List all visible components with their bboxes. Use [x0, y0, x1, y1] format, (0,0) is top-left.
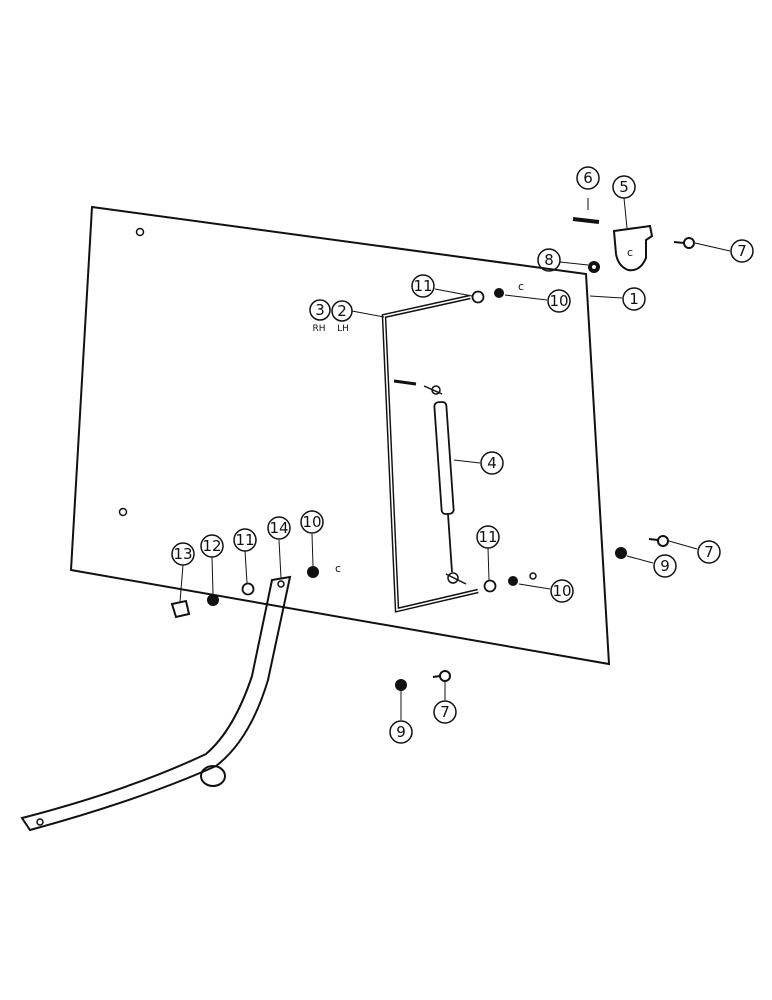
- svg-text:4: 4: [487, 454, 497, 472]
- callout-1: 1: [622, 287, 646, 311]
- svg-text:3: 3: [315, 301, 325, 319]
- strap-hole-end: [36, 818, 44, 826]
- screw-7-right: [648, 535, 669, 547]
- svg-text:13: 13: [173, 545, 192, 563]
- callout-2: 2: [331, 300, 353, 322]
- pin-part: [572, 217, 600, 224]
- callout-10-left: 10: [300, 510, 324, 534]
- stay-strap: [20, 575, 292, 832]
- callout-11-left: 11: [233, 528, 257, 552]
- handle-bar: [381, 294, 479, 613]
- callout-10-top: 10: [547, 289, 571, 313]
- panel-hole-top-left: [135, 227, 145, 237]
- washer-11-top: [471, 290, 485, 304]
- door-panel: [69, 205, 611, 666]
- callout-7-top: 7: [730, 239, 754, 263]
- strut-bottom-eye: [447, 572, 459, 584]
- callout-11-right: 11: [476, 525, 500, 549]
- callout-6: 6: [576, 166, 600, 190]
- handle-stub: [393, 379, 417, 386]
- callout-9-bottom: 9: [389, 720, 413, 744]
- leader-lines: [179, 197, 731, 720]
- strap-hole-top: [277, 580, 285, 588]
- nut-8-hole: [592, 265, 596, 269]
- svg-text:6: 6: [583, 169, 593, 187]
- callout-3: 3: [309, 299, 331, 321]
- svg-text:11: 11: [235, 531, 254, 549]
- nut-9-right: [615, 547, 627, 559]
- svg-text:2: 2: [337, 302, 347, 320]
- nut-12: [207, 594, 219, 606]
- washer-11-left: [241, 582, 255, 596]
- bracket-mark: c: [627, 246, 633, 259]
- svg-text:9: 9: [396, 723, 406, 741]
- panel-mark-c-top: c: [518, 280, 524, 293]
- bracket-part: [612, 224, 654, 272]
- panel-hole-right: [529, 572, 537, 580]
- nut-10-left: [307, 566, 319, 578]
- svg-text:14: 14: [269, 519, 288, 537]
- svg-text:11: 11: [478, 528, 497, 546]
- callout-11-top: 11: [411, 274, 435, 298]
- callout-10-right: 10: [550, 579, 574, 603]
- svg-text:11: 11: [413, 277, 432, 295]
- strut-top-eye: [431, 385, 441, 395]
- svg-text:7: 7: [737, 242, 747, 260]
- svg-text:9: 9: [660, 557, 670, 575]
- svg-text:12: 12: [202, 537, 221, 555]
- panel-mark-c-bottom: c: [335, 562, 341, 575]
- callout-8: 8: [537, 248, 561, 272]
- cap-nut-13: [170, 599, 191, 619]
- strut-rod: [447, 513, 453, 573]
- handle-bar-inner: [383, 296, 479, 611]
- callout-5: 5: [612, 175, 636, 199]
- svg-text:1: 1: [629, 290, 639, 308]
- label-rh: RH: [312, 324, 325, 334]
- callout-12: 12: [200, 534, 224, 558]
- svg-text:10: 10: [552, 582, 571, 600]
- strap-ring: [200, 765, 226, 787]
- strut-bottom-pin: [445, 573, 467, 585]
- svg-text:7: 7: [704, 543, 714, 561]
- nut-10-top: [494, 288, 504, 298]
- screw-7-top: [673, 237, 695, 249]
- callout-14: 14: [267, 516, 291, 540]
- panel-hole-bottom-left: [118, 507, 128, 517]
- svg-text:5: 5: [619, 178, 629, 196]
- svg-text:8: 8: [544, 251, 554, 269]
- screw-7-bottom: [432, 670, 451, 682]
- callout-13: 13: [171, 542, 195, 566]
- callout-7-bottom: 7: [433, 700, 457, 724]
- washer-11-right: [483, 579, 497, 593]
- svg-text:10: 10: [302, 513, 321, 531]
- nut-9-bottom: [395, 679, 407, 691]
- nut-10-right: [508, 576, 518, 586]
- gas-strut-body: [433, 401, 455, 515]
- svg-text:10: 10: [549, 292, 568, 310]
- svg-text:7: 7: [440, 703, 450, 721]
- callout-7-right: 7: [697, 540, 721, 564]
- callout-9-right: 9: [653, 554, 677, 578]
- label-lh: LH: [337, 324, 349, 334]
- callout-4: 4: [480, 451, 504, 475]
